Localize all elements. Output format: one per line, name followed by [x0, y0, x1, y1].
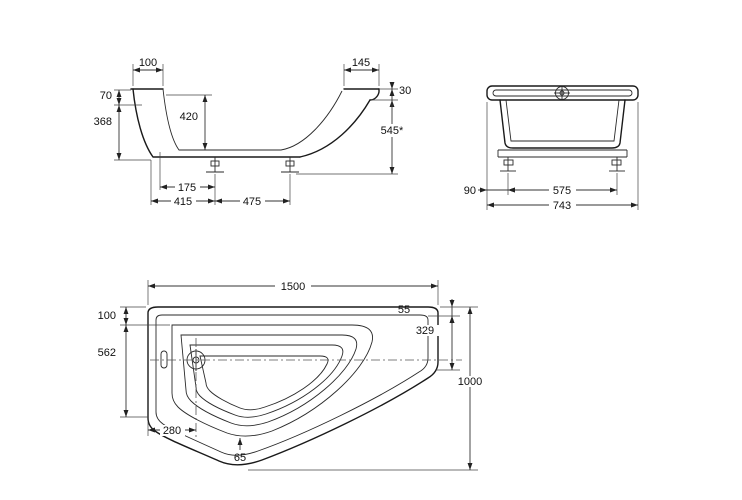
- dim-label-plan-100: 100: [98, 310, 116, 322]
- end-view: 90 575 743: [464, 85, 639, 212]
- end-foot-left: [500, 157, 516, 172]
- end-foot-right: [609, 157, 625, 172]
- dim-label-side-368: 368: [94, 116, 112, 128]
- drain-symbol-end: [554, 86, 570, 100]
- end-dimensions: 90 575 743: [464, 102, 639, 212]
- dim-label-side-475: 475: [243, 196, 261, 208]
- plan-dimensions: 1500 100 562 55 329 100: [98, 280, 487, 471]
- side-dimensions: 100 145 70 368 420 30: [94, 57, 412, 208]
- plan-view: 1500 100 562 55 329 100: [98, 280, 487, 471]
- dim-label-plan-55: 55: [398, 304, 410, 316]
- dim-label-side-30: 30: [399, 85, 411, 97]
- dim-label-plan-1000: 1000: [458, 376, 482, 388]
- dim-label-end-743: 743: [553, 200, 571, 212]
- tub-plan-outline: [147, 306, 462, 466]
- dim-label-end-575: 575: [553, 185, 571, 197]
- overflow-symbol: [160, 350, 168, 369]
- dim-label-side-145: 145: [352, 57, 370, 69]
- dim-label-end-90: 90: [464, 185, 476, 197]
- dim-label-plan-562: 562: [98, 347, 116, 359]
- side-view: 100 145 70 368 420 30: [94, 57, 412, 208]
- dim-label-plan-280: 280: [163, 425, 181, 437]
- tub-foot-left: [206, 157, 224, 173]
- tub-end-profile: [486, 85, 639, 172]
- tub-side-profile: [130, 88, 380, 158]
- dim-label-side-175: 175: [178, 182, 196, 194]
- dim-label-side-420: 420: [180, 111, 198, 123]
- dim-label-side-545: 545*: [381, 125, 404, 137]
- dim-label-side-100: 100: [139, 57, 157, 69]
- dim-label-plan-329: 329: [416, 325, 434, 337]
- dim-label-side-415: 415: [174, 196, 192, 208]
- dim-label-plan-65: 65: [234, 452, 246, 464]
- dim-label-side-70: 70: [100, 90, 112, 102]
- tub-foot-right: [281, 157, 299, 173]
- dim-label-plan-1500: 1500: [281, 281, 305, 293]
